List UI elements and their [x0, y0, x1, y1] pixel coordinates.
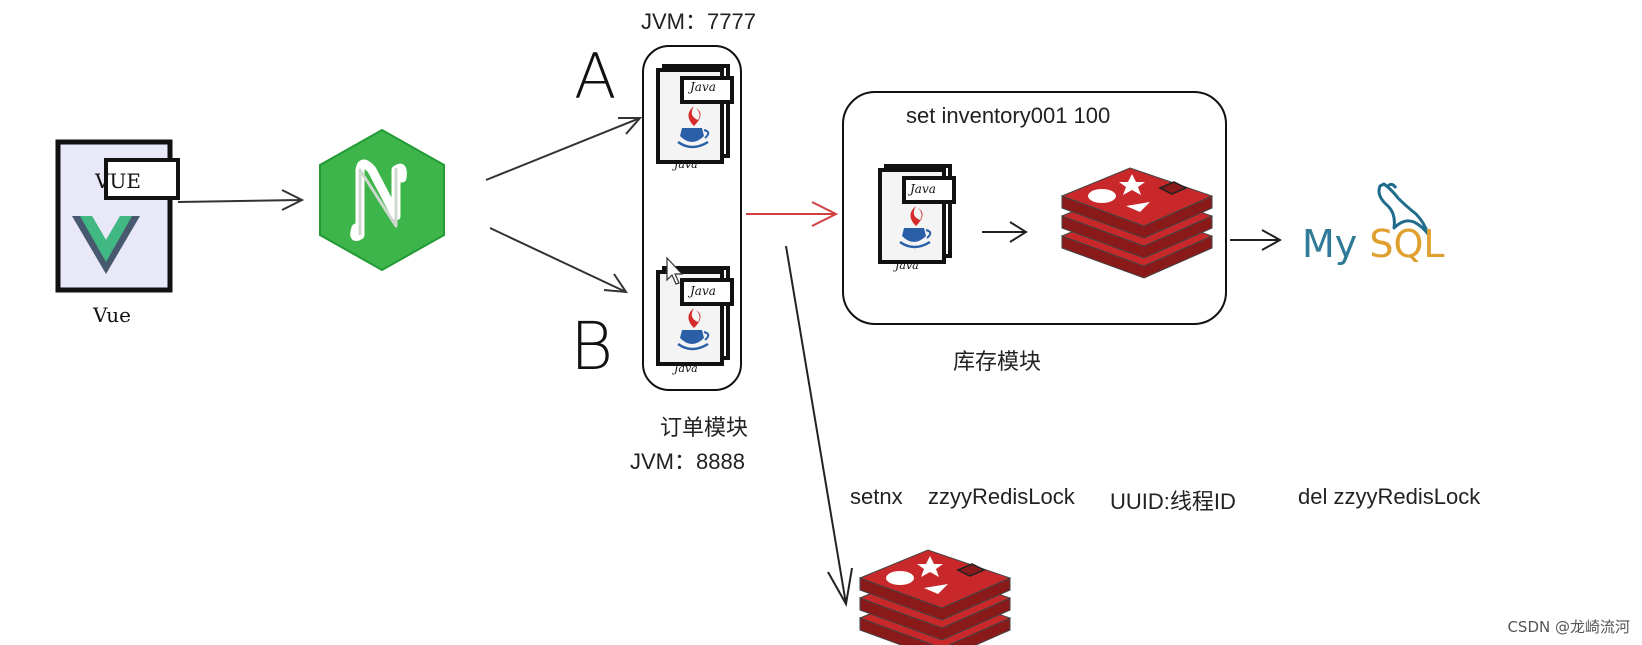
lock-value-label: UUID:线程ID [1110, 489, 1236, 514]
lock-key-label: zzyyRedisLock [928, 484, 1075, 509]
inventory-module-container [842, 91, 1227, 325]
arrow-nginx-to-server-a [485, 117, 643, 181]
arrow-nginx-to-server-b [489, 227, 628, 294]
server-b-java-label: Java [674, 362, 698, 375]
order-module-container [642, 45, 742, 391]
inventory-java-label: Java [895, 259, 919, 272]
server-a-java-tag: Java [690, 80, 716, 94]
mouse-cursor-icon [666, 256, 684, 285]
vue-app-icon [55, 139, 180, 293]
server-a-label: A [574, 40, 617, 113]
inventory-command-label: set inventory001 100 [906, 103, 1111, 128]
order-jvm-top-label: JVM：7777 [641, 9, 756, 34]
server-a-java-label: Java [674, 158, 698, 171]
vue-caption: Vue [92, 303, 131, 327]
inventory-module-caption: 库存模块 [953, 349, 1042, 374]
server-b-java-icon [656, 266, 734, 366]
inventory-java-icon [878, 164, 956, 264]
arrow-java-to-redis [982, 221, 1028, 243]
watermark: CSDN @龙崎流河 [1507, 618, 1630, 636]
order-module-caption: 订单模块 [660, 415, 749, 440]
inventory-redis-icon [1061, 167, 1213, 279]
vue-tag-label: VUE [94, 169, 141, 193]
lock-del-label: del zzyyRedisLock [1298, 484, 1481, 509]
arrow-redis-to-mysql [1230, 229, 1283, 251]
lock-redis-icon [859, 549, 1011, 645]
arrow-order-to-redis-lock [785, 245, 853, 607]
inventory-java-tag: Java [910, 182, 936, 196]
mysql-logo-text: My SQL [1302, 222, 1445, 266]
arrow-vue-to-nginx [177, 189, 305, 211]
order-jvm-bottom-label: JVM：8888 [630, 449, 745, 474]
mysql-sql-part: SQL [1369, 222, 1445, 266]
server-b-java-tag: Java [690, 284, 716, 298]
mysql-dolphin-icon [1377, 182, 1430, 236]
arrow-order-to-inventory [746, 201, 839, 227]
nginx-icon [319, 128, 445, 272]
lock-setnx-label: setnx [850, 484, 903, 509]
server-b-label: B [570, 308, 614, 385]
